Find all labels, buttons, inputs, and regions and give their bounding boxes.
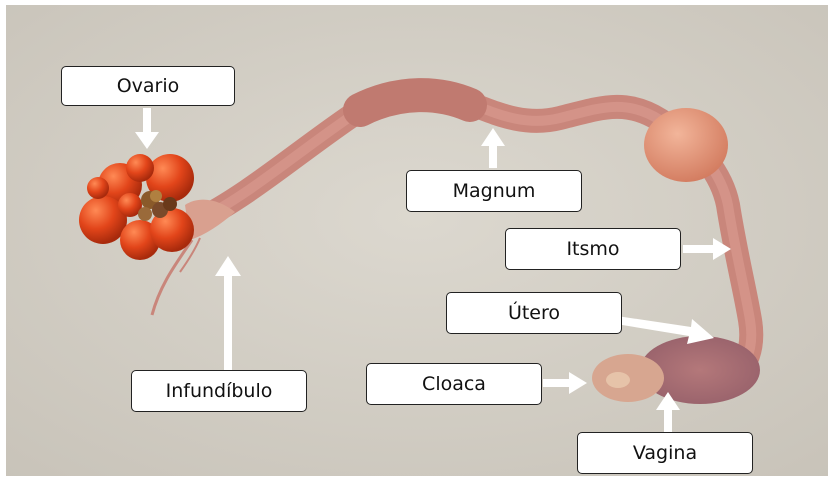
itsmo-label: Itsmo (505, 228, 681, 270)
vagina-arrow (656, 392, 680, 432)
cloaca-label: Cloaca (366, 363, 542, 405)
vagina-label: Vagina (577, 432, 753, 474)
infundibulo-label: Infundíbulo (131, 370, 307, 412)
utero-arrow (617, 307, 715, 345)
infundibulo-arrow (215, 256, 241, 370)
ovario-arrow (134, 108, 160, 150)
itsmo-arrow (683, 238, 731, 260)
ovario-label: Ovario (61, 66, 235, 106)
utero-label: Útero (446, 292, 622, 334)
magnum-arrow (481, 128, 505, 168)
magnum-label: Magnum (406, 170, 582, 212)
cloaca-arrow (543, 372, 587, 394)
egg-bulge (644, 108, 728, 182)
